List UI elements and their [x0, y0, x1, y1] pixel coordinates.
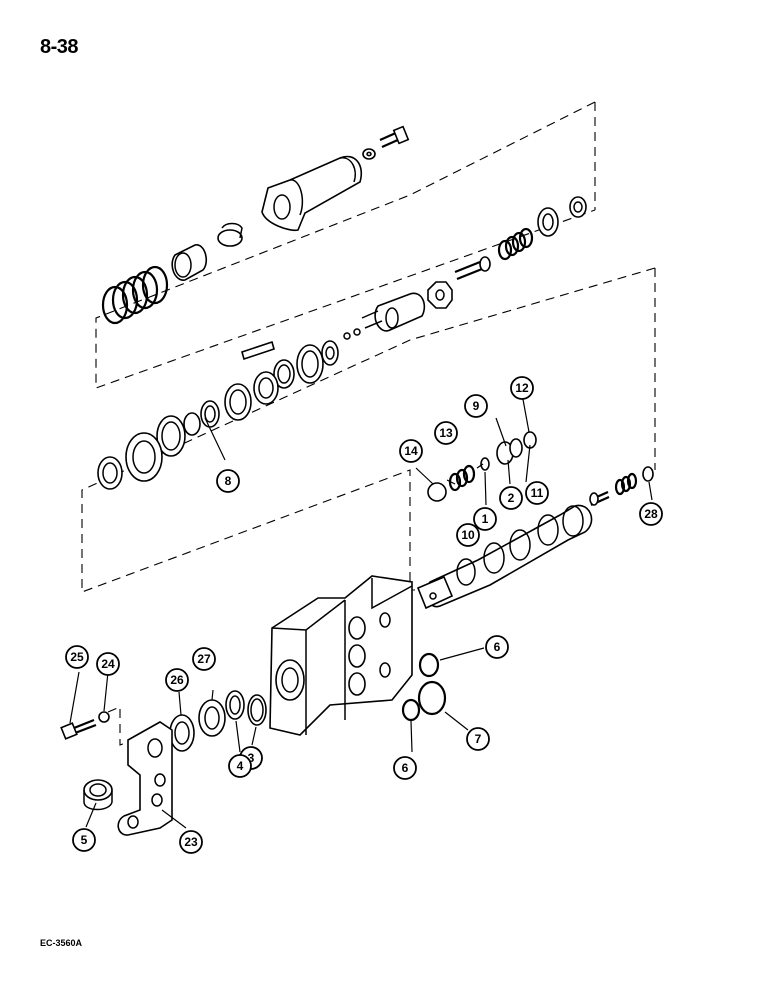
callout-2-label: 2 [508, 491, 515, 505]
callout-6a: 6 [485, 635, 509, 659]
callout-8: 8 [216, 469, 240, 493]
end-cap-housing [261, 155, 362, 232]
spring-seat-large [171, 244, 207, 281]
detent-plunger [454, 256, 491, 281]
callout-27: 27 [192, 647, 216, 671]
callout-12-label: 12 [515, 381, 529, 395]
roll-pin [241, 340, 275, 361]
callout-11: 11 [525, 481, 549, 505]
callout-1: 1 [473, 507, 497, 531]
callout-6b-label: 6 [402, 761, 409, 775]
page-number: 8-38 [40, 36, 79, 58]
callout-14: 14 [399, 439, 423, 463]
callout-10-label: 10 [461, 528, 475, 542]
detent-spring [497, 227, 534, 261]
callout-8-label: 8 [225, 474, 232, 488]
centering-spring [101, 265, 169, 325]
callout-11-label: 11 [531, 486, 544, 500]
callout-2: 2 [499, 486, 523, 510]
callout-25-label: 25 [70, 650, 84, 664]
callout-10: 10 [456, 523, 480, 547]
callout-14-label: 14 [404, 444, 418, 458]
cap-screw-top [379, 125, 410, 149]
callout-13-label: 13 [439, 426, 453, 440]
callout-6b: 6 [393, 756, 417, 780]
spool-end-spring [589, 466, 654, 507]
spring-seat-small [217, 222, 243, 247]
bushing-5 [83, 779, 113, 811]
star-washer [427, 281, 453, 309]
spool-adapter [361, 292, 426, 332]
callout-leaders [69, 393, 653, 829]
callout-3-label: 3 [248, 751, 255, 765]
callout-28: 28 [639, 502, 663, 526]
callout-23: 23 [179, 830, 203, 854]
callout-4: 4 [228, 754, 252, 778]
callout-9: 9 [464, 394, 488, 418]
detent-bushing [537, 196, 587, 237]
control-spool [416, 504, 593, 610]
upper-dashed-guide [95, 101, 596, 389]
lock-washer-24 [98, 711, 110, 723]
lock-washer-top [362, 148, 376, 160]
callout-27-label: 27 [197, 652, 211, 666]
small-balls [343, 328, 361, 340]
callout-24-label: 24 [101, 657, 115, 671]
callout-1-label: 1 [482, 512, 489, 526]
callout-9-label: 9 [473, 399, 480, 413]
callout-26: 26 [165, 668, 189, 692]
cap-screw-25 [60, 718, 97, 740]
callout-13: 13 [434, 421, 458, 445]
callout-4-label: 4 [237, 759, 244, 773]
seal-rings-lower [169, 690, 267, 752]
callout-12: 12 [510, 376, 534, 400]
valve-body [269, 575, 413, 736]
callout-26-label: 26 [170, 673, 184, 687]
figure-code: EC-3560A [40, 938, 83, 948]
mounting-bracket [107, 706, 173, 836]
callout-25: 25 [65, 645, 89, 669]
callout-28-label: 28 [644, 507, 658, 521]
o-rings-right [401, 652, 447, 722]
callout-7-label: 7 [475, 732, 482, 746]
callout-5: 5 [72, 828, 96, 852]
callout-24: 24 [96, 652, 120, 676]
callout-23-label: 23 [184, 835, 198, 849]
callout-6a-label: 6 [494, 640, 501, 654]
callout-7: 7 [466, 727, 490, 751]
callout-5-label: 5 [81, 833, 88, 847]
seal-rings-upper [97, 340, 339, 490]
